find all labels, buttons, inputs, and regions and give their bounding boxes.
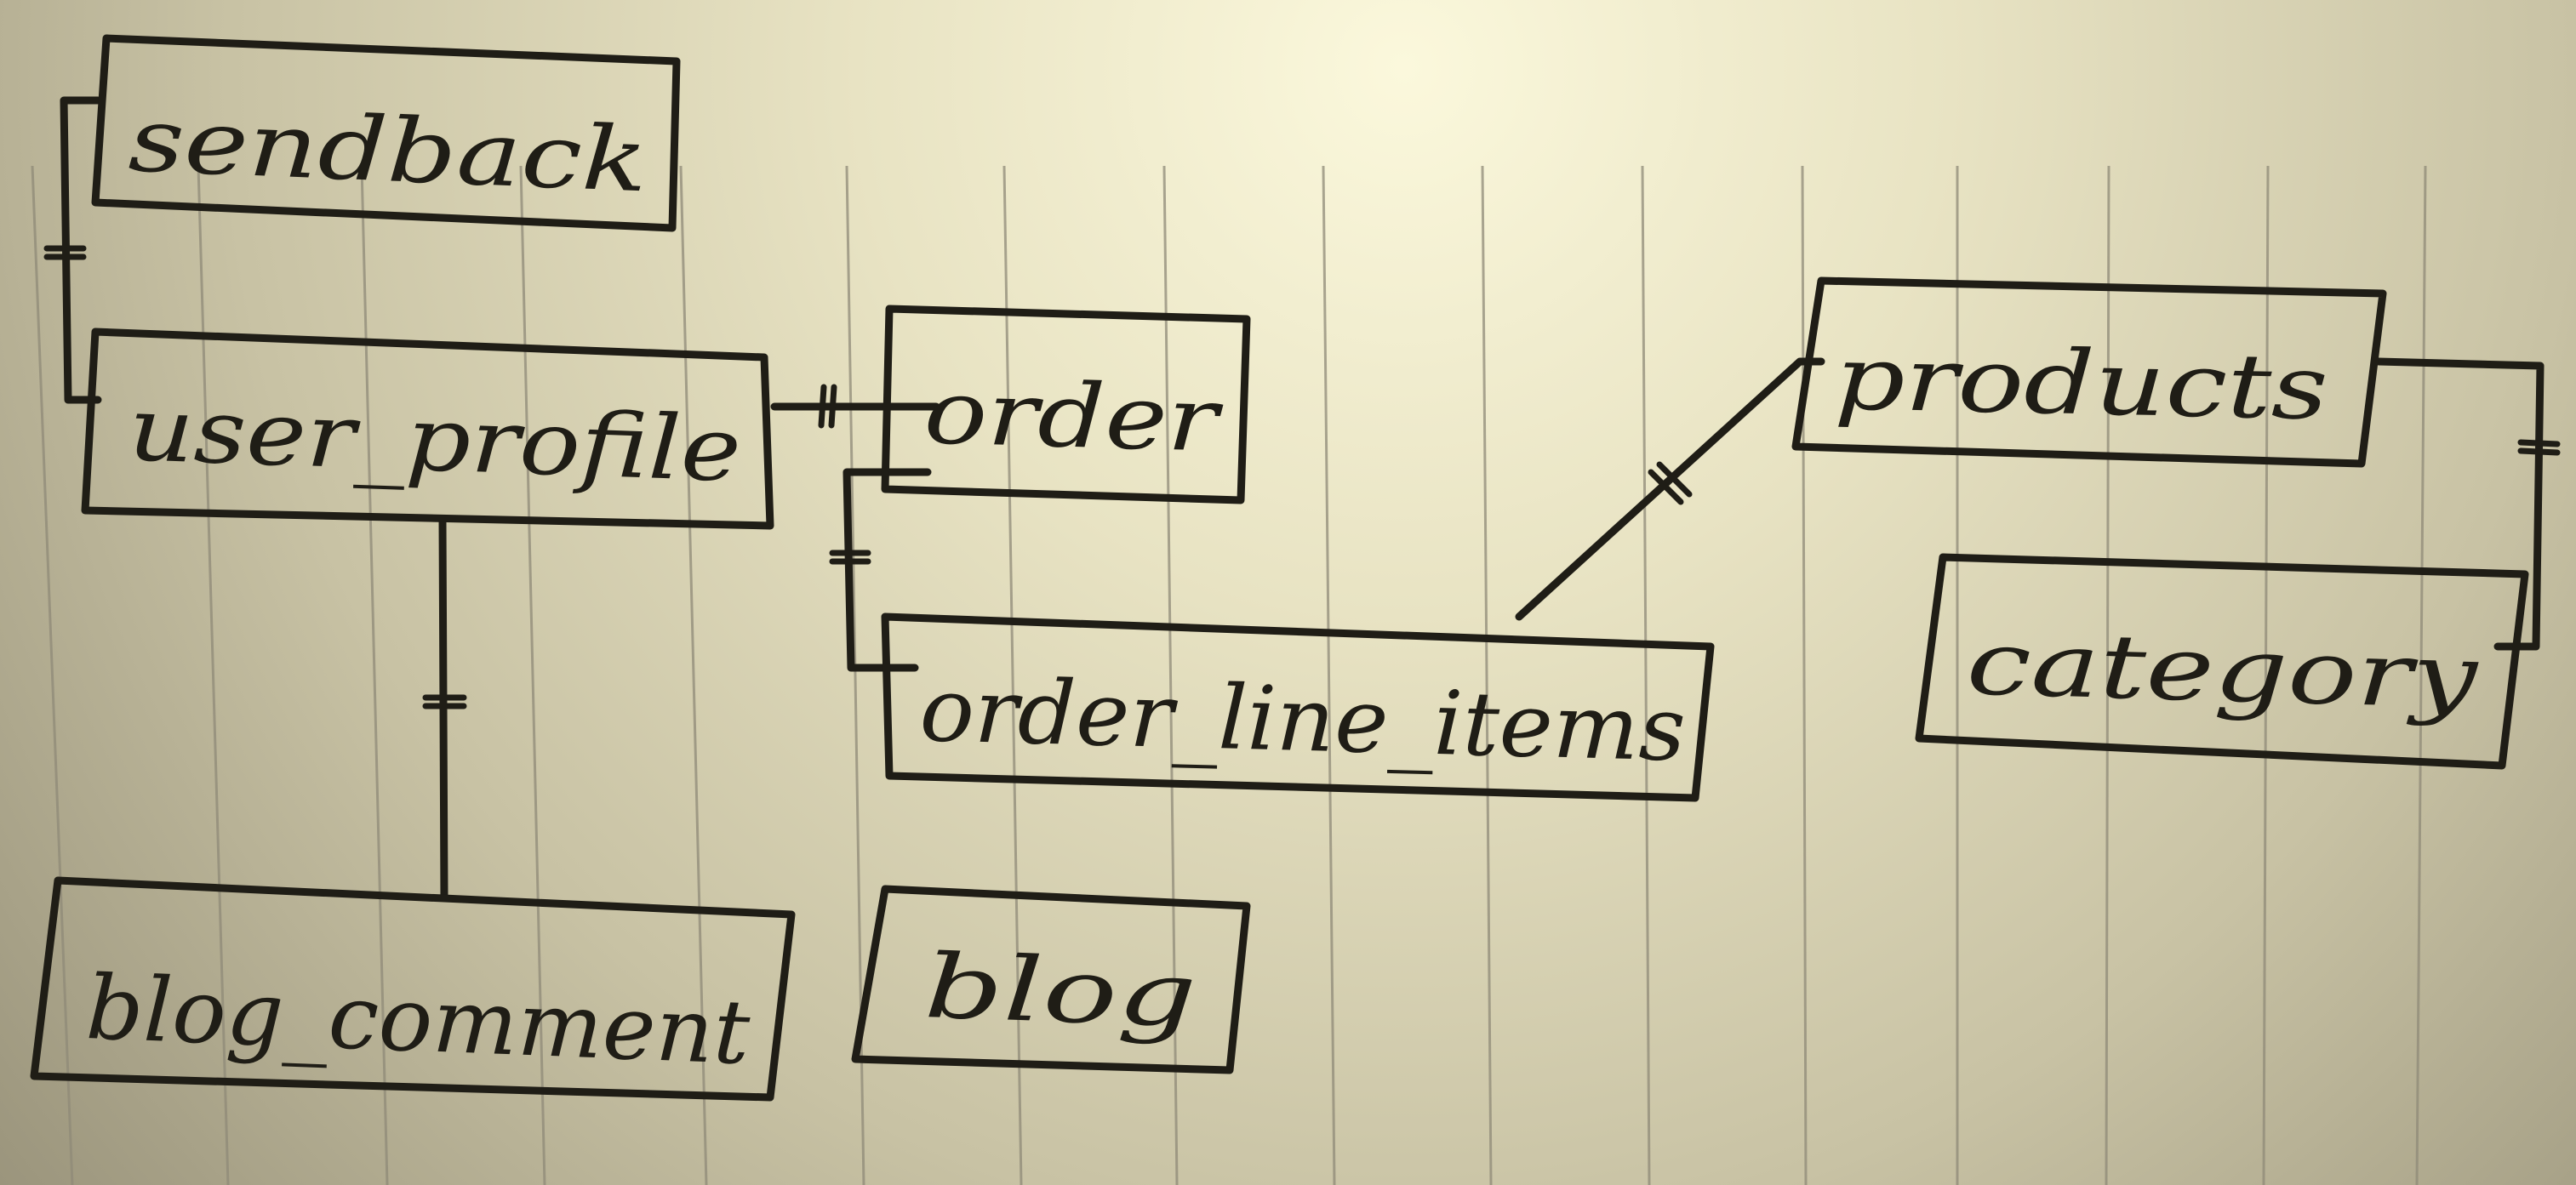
notebook-ruling [31, 165, 2427, 1185]
entity-box-order [881, 305, 1251, 504]
entity-box-sendback [91, 34, 681, 232]
entity-label-order-line-items: order_line_items [918, 658, 1687, 782]
entity-label-user-profile: user_profile [127, 377, 743, 502]
entity-label-blog: blog [922, 934, 1198, 1047]
entity-label-products: products [1833, 326, 2328, 440]
entity-label-blog-comment: blog_comment [84, 955, 751, 1085]
entity-labels: sendback user_profile order order_line_i… [84, 88, 2480, 1085]
entity-label-sendback: sendback [127, 88, 649, 212]
cardinality-marks [43, 245, 2561, 709]
connector-order-line-items-products [1515, 357, 1825, 621]
entity-boxes [30, 34, 2529, 1102]
entity-box-blog [851, 885, 1251, 1074]
entity-box-order-line-items [881, 612, 1715, 802]
entity-label-order: order [922, 360, 1225, 472]
entity-box-products [1791, 276, 2387, 468]
entity-box-category [1915, 553, 2529, 770]
entity-box-user-profile [81, 328, 774, 530]
entity-box-blog-comment [30, 876, 796, 1102]
entity-label-category: category [1965, 611, 2480, 729]
